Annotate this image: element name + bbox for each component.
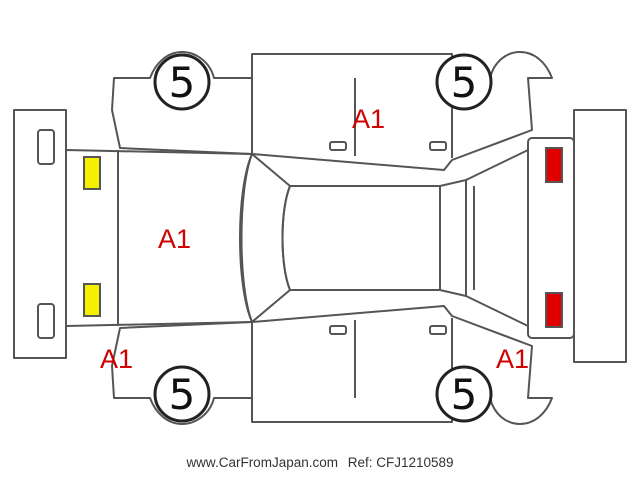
rear-lamp-right — [545, 292, 563, 328]
roof — [281, 185, 441, 291]
left-front-door-handle — [329, 141, 347, 151]
front-bumper — [13, 109, 67, 359]
tire-front-right — [153, 365, 211, 423]
tire-rear-left — [435, 53, 493, 111]
tire-score-front-left: 5 — [169, 58, 196, 107]
rear-bumper — [573, 109, 627, 363]
tire-score-rear-right: 5 — [451, 370, 478, 419]
tail-lamp-housing — [527, 137, 575, 339]
tire-score-front-right: 5 — [169, 370, 196, 419]
rear-window — [439, 179, 467, 297]
front-bumper-vent-bottom — [37, 303, 55, 339]
left-rear-door-handle — [429, 141, 447, 151]
footer-site: www.CarFromJapan.com — [186, 455, 338, 470]
trunk — [465, 149, 529, 327]
front-lamp-right — [83, 283, 101, 317]
tire-score-rear-left: 5 — [451, 58, 478, 107]
damage-mark-rear-quarter: A1 — [496, 344, 529, 374]
footer-ref: Ref: CFJ1210589 — [347, 455, 454, 470]
front-lamp-left — [83, 156, 101, 190]
damage-mark-left-rear-door: A1 — [352, 104, 385, 134]
right-rear-door-handle — [429, 325, 447, 335]
footer: www.CarFromJapan.com Ref: CFJ1210589 — [0, 455, 640, 470]
right-front-door-handle — [329, 325, 347, 335]
rear-lamp-left — [545, 147, 563, 183]
damage-mark-front-bumper: A1 — [100, 344, 133, 374]
damage-mark-hood: A1 — [158, 224, 191, 254]
tire-rear-right — [435, 365, 493, 423]
front-bumper-vent-top — [37, 129, 55, 165]
tire-front-left — [153, 53, 211, 111]
